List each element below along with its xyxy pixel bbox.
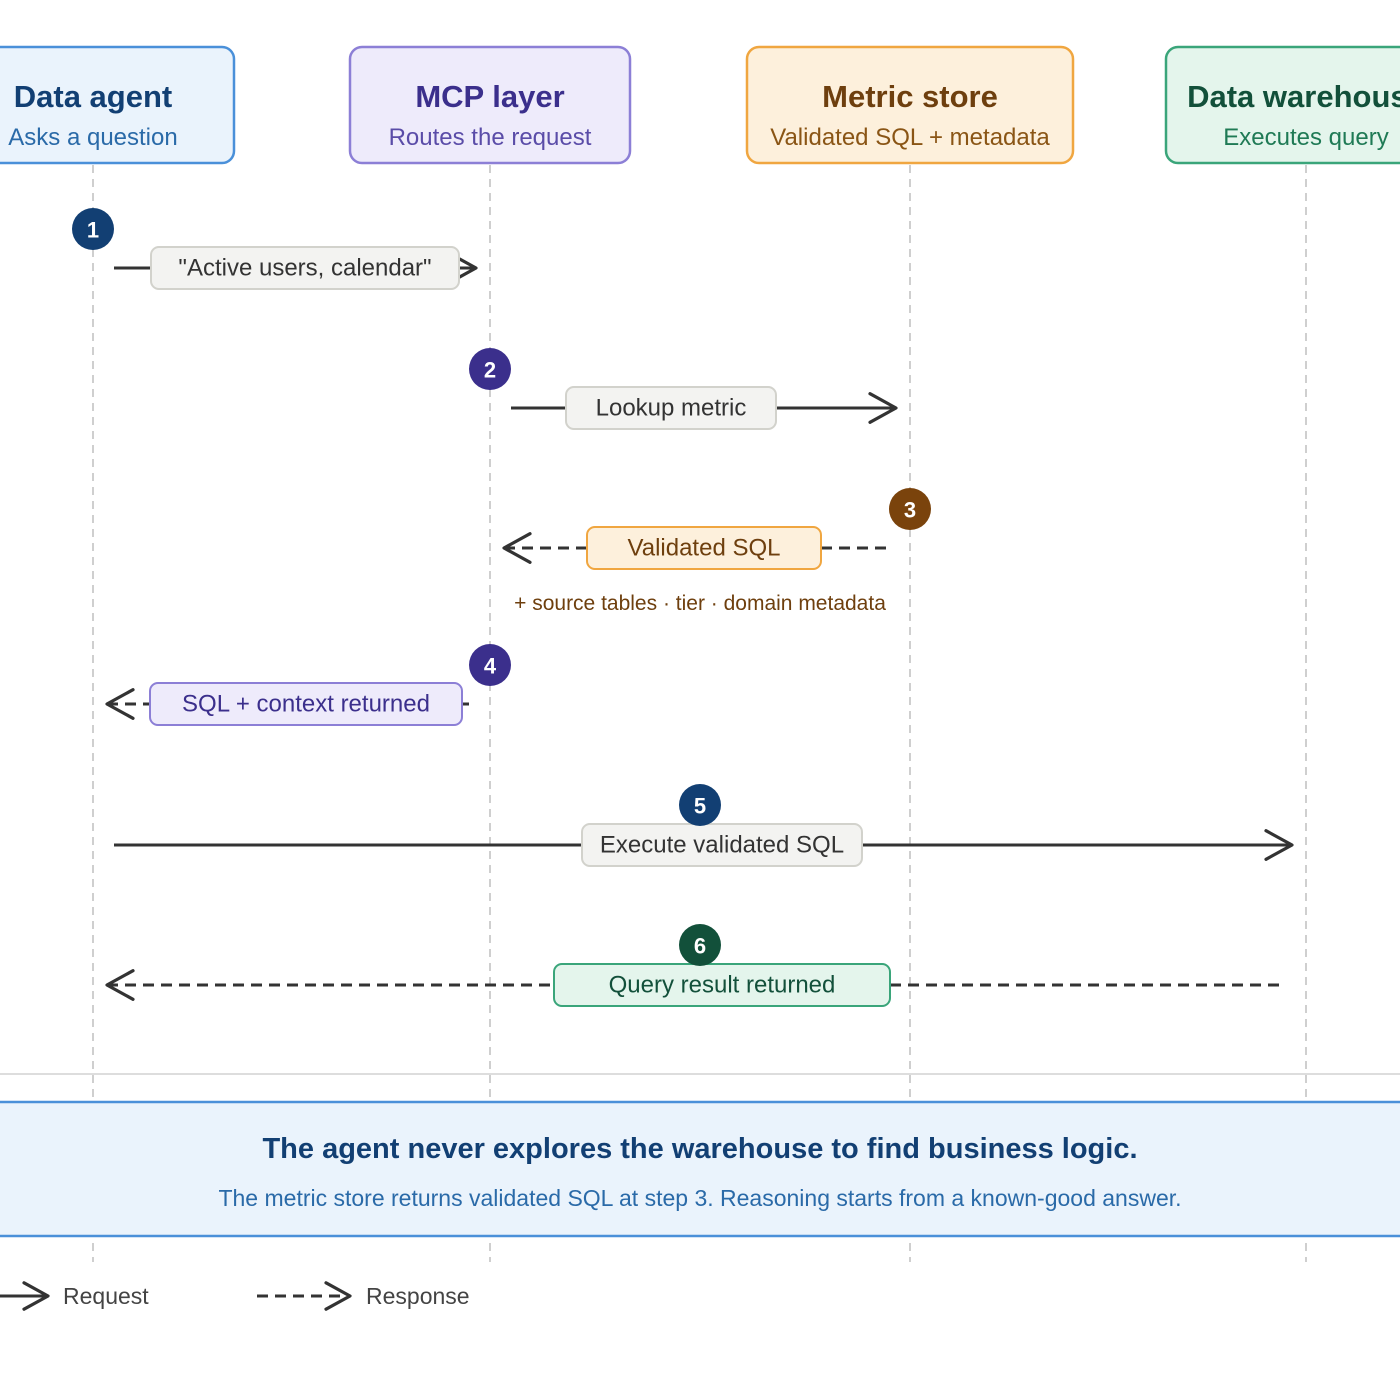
message-label-pill xyxy=(581,823,863,867)
actor-subtitle: Executes query xyxy=(1223,124,1388,151)
arrowhead xyxy=(105,688,135,720)
step-number: 5 xyxy=(694,794,706,819)
step-number: 3 xyxy=(904,498,916,523)
legend-response-label: Response xyxy=(366,1283,470,1309)
actor-title: MCP layer xyxy=(415,79,564,114)
message-label-pill xyxy=(149,682,463,726)
step-badge xyxy=(889,488,931,530)
step-badge xyxy=(679,784,721,826)
step-3: Validated SQL 3 + source tables · tier · d… xyxy=(502,488,931,615)
message-label-pill xyxy=(586,526,822,570)
banner-box xyxy=(0,1100,1400,1238)
actor-box xyxy=(348,45,632,165)
actor-title: Data agent xyxy=(14,79,172,114)
arrowhead xyxy=(1264,829,1294,861)
message-label: "Active users, calendar" xyxy=(178,255,431,282)
arrowhead xyxy=(324,1281,352,1311)
legend-request-label: Request xyxy=(63,1283,149,1309)
step-badge xyxy=(72,208,114,250)
summary-banner: The agent never explores the warehouse t… xyxy=(0,1073,1400,1238)
actor-box xyxy=(0,45,236,165)
legend: Request Response xyxy=(0,1281,470,1311)
step-1: "Active users, calendar" 1 xyxy=(72,208,478,290)
arrowhead xyxy=(868,392,898,424)
banner-title: The agent never explores the warehouse t… xyxy=(262,1133,1137,1165)
actor-subtitle: Asks a question xyxy=(8,124,177,151)
message-label: Validated SQL xyxy=(628,535,781,562)
arrowhead xyxy=(22,1281,50,1311)
legend-response: Response xyxy=(257,1281,470,1311)
arrowhead xyxy=(105,969,135,1001)
actor-title: Metric store xyxy=(822,79,998,114)
step-number: 2 xyxy=(484,358,496,383)
actor-box xyxy=(1164,45,1400,165)
step-number: 6 xyxy=(694,934,706,959)
step-note: + source tables · tier · domain metadata xyxy=(514,592,886,615)
legend-request: Request xyxy=(0,1281,149,1311)
step-2: Lookup metric 2 xyxy=(469,348,898,430)
message-label: Query result returned xyxy=(609,972,836,999)
actor-warehouse: Data warehouseExecutes query xyxy=(1164,45,1400,165)
message-label-pill xyxy=(565,386,777,430)
lifelines xyxy=(92,165,1307,1262)
step-badge xyxy=(679,924,721,966)
step-number: 4 xyxy=(484,654,497,679)
message-label: Lookup metric xyxy=(596,395,747,422)
step-badge xyxy=(469,644,511,686)
arrowhead xyxy=(502,532,532,564)
step-number: 1 xyxy=(87,218,99,243)
step-6: Query result returned 6 xyxy=(105,924,1285,1007)
step-badge xyxy=(469,348,511,390)
message-label: SQL + context returned xyxy=(182,691,430,718)
actor-title: Data warehouse xyxy=(1187,79,1400,114)
actor-subtitle: Validated SQL + metadata xyxy=(770,124,1050,151)
banner-subtitle: The metric store returns validated SQL a… xyxy=(218,1185,1181,1211)
message-label-pill xyxy=(553,963,891,1007)
actor-box xyxy=(745,45,1075,165)
step-5: Execute validated SQL 5 xyxy=(114,784,1294,867)
message-label-pill xyxy=(150,246,460,290)
message-label: Execute validated SQL xyxy=(600,832,844,859)
actor-subtitle: Routes the request xyxy=(389,124,592,151)
step-4: SQL + context returned 4 xyxy=(105,644,511,726)
